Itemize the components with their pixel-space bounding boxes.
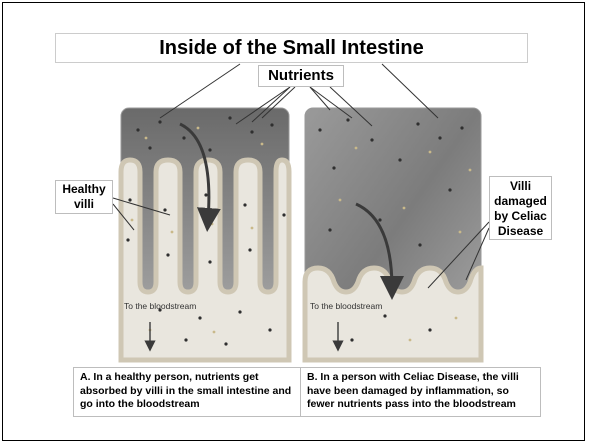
- panel-b-damaged: [305, 108, 481, 360]
- bloodstream-label-a: To the bloodstream: [124, 301, 196, 311]
- page-title: Inside of the Small Intestine: [55, 33, 528, 63]
- damaged-villi-label: Villi damaged by Celiac Disease: [489, 176, 552, 240]
- nutrients-label: Nutrients: [258, 65, 344, 87]
- caption-a: A. In a healthy person, nutrients get ab…: [73, 367, 301, 417]
- healthy-villi-label: Healthy villi: [55, 180, 113, 214]
- panel-a-healthy: [121, 108, 289, 360]
- bloodstream-label-b: To the bloodstream: [310, 301, 382, 311]
- caption-b: B. In a person with Celiac Disease, the …: [300, 367, 541, 417]
